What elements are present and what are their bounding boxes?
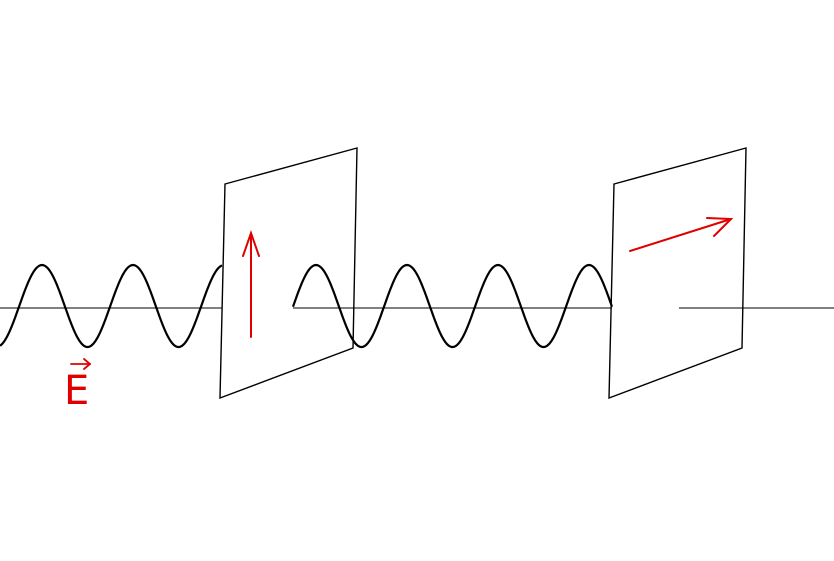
polarized-wave bbox=[291, 263, 614, 349]
incident-wave bbox=[0, 263, 223, 349]
field-label-text: E bbox=[64, 368, 89, 414]
field-label: E bbox=[64, 358, 92, 414]
vector-arrow-icon bbox=[70, 358, 92, 370]
arrow-up-right-icon bbox=[629, 217, 734, 252]
polarizer-plate-1 bbox=[219, 147, 358, 400]
polarizer-plate-2 bbox=[608, 147, 747, 400]
arrow-up-icon bbox=[242, 229, 260, 338]
